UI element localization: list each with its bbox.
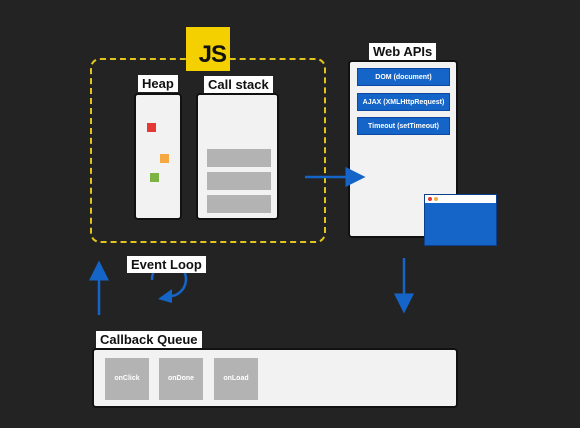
js-logo-text: JS <box>198 41 227 68</box>
heap-object-orange <box>160 154 169 163</box>
stack-frame <box>207 149 271 167</box>
web-api-dom: DOM (document) <box>357 68 450 86</box>
callback-queue-label: Callback Queue <box>96 331 202 348</box>
browser-titlebar <box>425 195 496 203</box>
web-apis-label: Web APIs <box>369 43 437 60</box>
call-stack-label: Call stack <box>204 76 273 93</box>
queue-item-ondone: onDone <box>159 358 203 400</box>
browser-window-icon <box>424 194 497 246</box>
js-logo: JS <box>186 27 230 71</box>
browser-dot-red <box>428 197 432 201</box>
heap-object-green <box>150 173 159 182</box>
heap-panel <box>134 93 182 220</box>
heap-label: Heap <box>138 75 178 92</box>
web-api-ajax: AJAX (XMLHttpRequest) <box>357 93 450 111</box>
queue-item-onload: onLoad <box>214 358 258 400</box>
callback-queue-panel: onClick onDone onLoad <box>92 348 458 408</box>
web-api-timeout: Timeout (setTimeout) <box>357 117 450 135</box>
stack-frame <box>207 172 271 190</box>
heap-object-red <box>147 123 156 132</box>
queue-item-onclick: onClick <box>105 358 149 400</box>
browser-dot-orange <box>434 197 438 201</box>
call-stack-panel <box>196 93 279 220</box>
event-loop-label: Event Loop <box>127 256 206 273</box>
stack-frame <box>207 195 271 213</box>
